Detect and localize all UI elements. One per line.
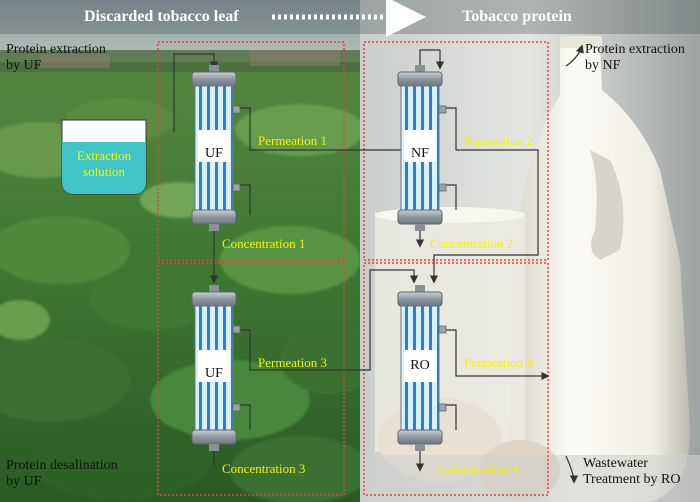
permeation-3-label: Permeation 3 (258, 355, 327, 370)
concentration-3-label: Concentration 3 (222, 461, 306, 476)
permeation-2-label: Permeation 2 (464, 133, 533, 148)
nf-extraction-box (363, 41, 549, 261)
extraction-solution-label: Extraction solution (76, 148, 132, 180)
uf2-label: UF (205, 366, 223, 381)
nf-extraction-label: Protein extraction by NF (585, 42, 685, 74)
nf-label: NF (411, 146, 429, 161)
header-right-title: Tobacco protein (462, 8, 572, 25)
concentration-2-label: Concentration 2 (430, 236, 514, 251)
permeation-1-label: Permeation 1 (258, 133, 327, 148)
uf-desalination-label: Protein desalination by UF (6, 458, 118, 490)
milk-photo (360, 0, 700, 502)
concentration-4-label: Concentration 4 (436, 461, 520, 476)
header-left-title: Discarded tobacco leaf (84, 8, 239, 25)
uf1-label: UF (205, 146, 223, 161)
uf-extraction-label: Protein extraction by UF (6, 42, 106, 74)
uf-desalination-box (157, 262, 345, 496)
ro-treatment-label: Wastewater Treatment by RO (583, 456, 681, 488)
permeation-4-label: Permeation 4 (464, 355, 533, 370)
tobacco-field-photo (0, 0, 380, 502)
ro-label: RO (410, 358, 430, 373)
concentration-1-label: Concentration 1 (222, 236, 306, 251)
extraction-tank (61, 119, 147, 195)
uf-extraction-box (157, 41, 345, 261)
